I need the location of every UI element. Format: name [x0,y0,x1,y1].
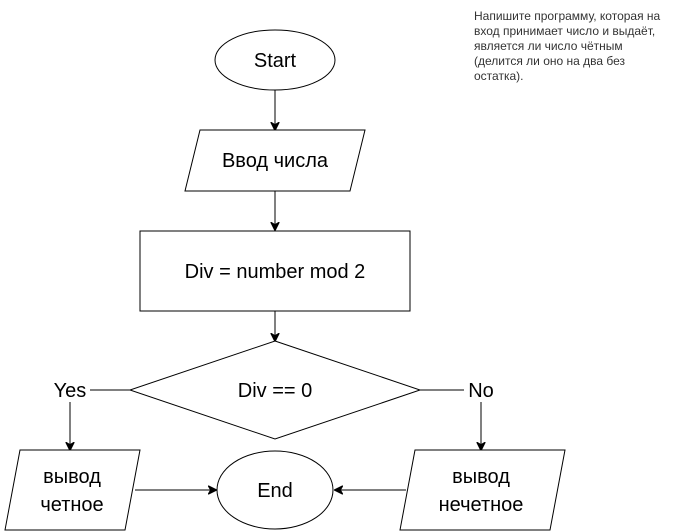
output-odd-node: вывод нечетное [399,449,566,531]
input-label: Ввод числа [222,150,329,172]
output-odd-label-line1: вывод [452,466,510,488]
process-rectangle-shape [139,230,411,312]
input-parallelogram-shape [184,129,366,192]
decision-node: Div == 0 [128,340,422,440]
output-even-parallelogram-shape [4,449,141,531]
output-even-label-line1: вывод [43,466,101,488]
decision-label: Div == 0 [238,380,312,402]
start-terminator-shape [214,29,336,91]
process-node: Div = number mod 2 [139,230,411,312]
output-odd-parallelogram-shape [399,449,566,531]
end-label: End [257,480,293,502]
end-terminator-shape [216,450,334,530]
process-label: Div = number mod 2 [185,261,366,283]
task-description-note: Напишите программу, которая на вход прин… [474,9,661,83]
no-edge-label: No [468,380,494,402]
output-even-node: вывод четное [4,449,141,531]
decision-diamond-shape [128,340,422,440]
edges [70,90,481,490]
output-even-label-line2: четное [40,494,103,516]
yes-edge-label: Yes [54,380,87,402]
output-odd-label-line2: нечетное [439,494,524,516]
input-node: Ввод числа [184,129,366,192]
start-node: Start [214,29,336,91]
start-label: Start [254,50,297,72]
end-node: End [216,450,334,530]
